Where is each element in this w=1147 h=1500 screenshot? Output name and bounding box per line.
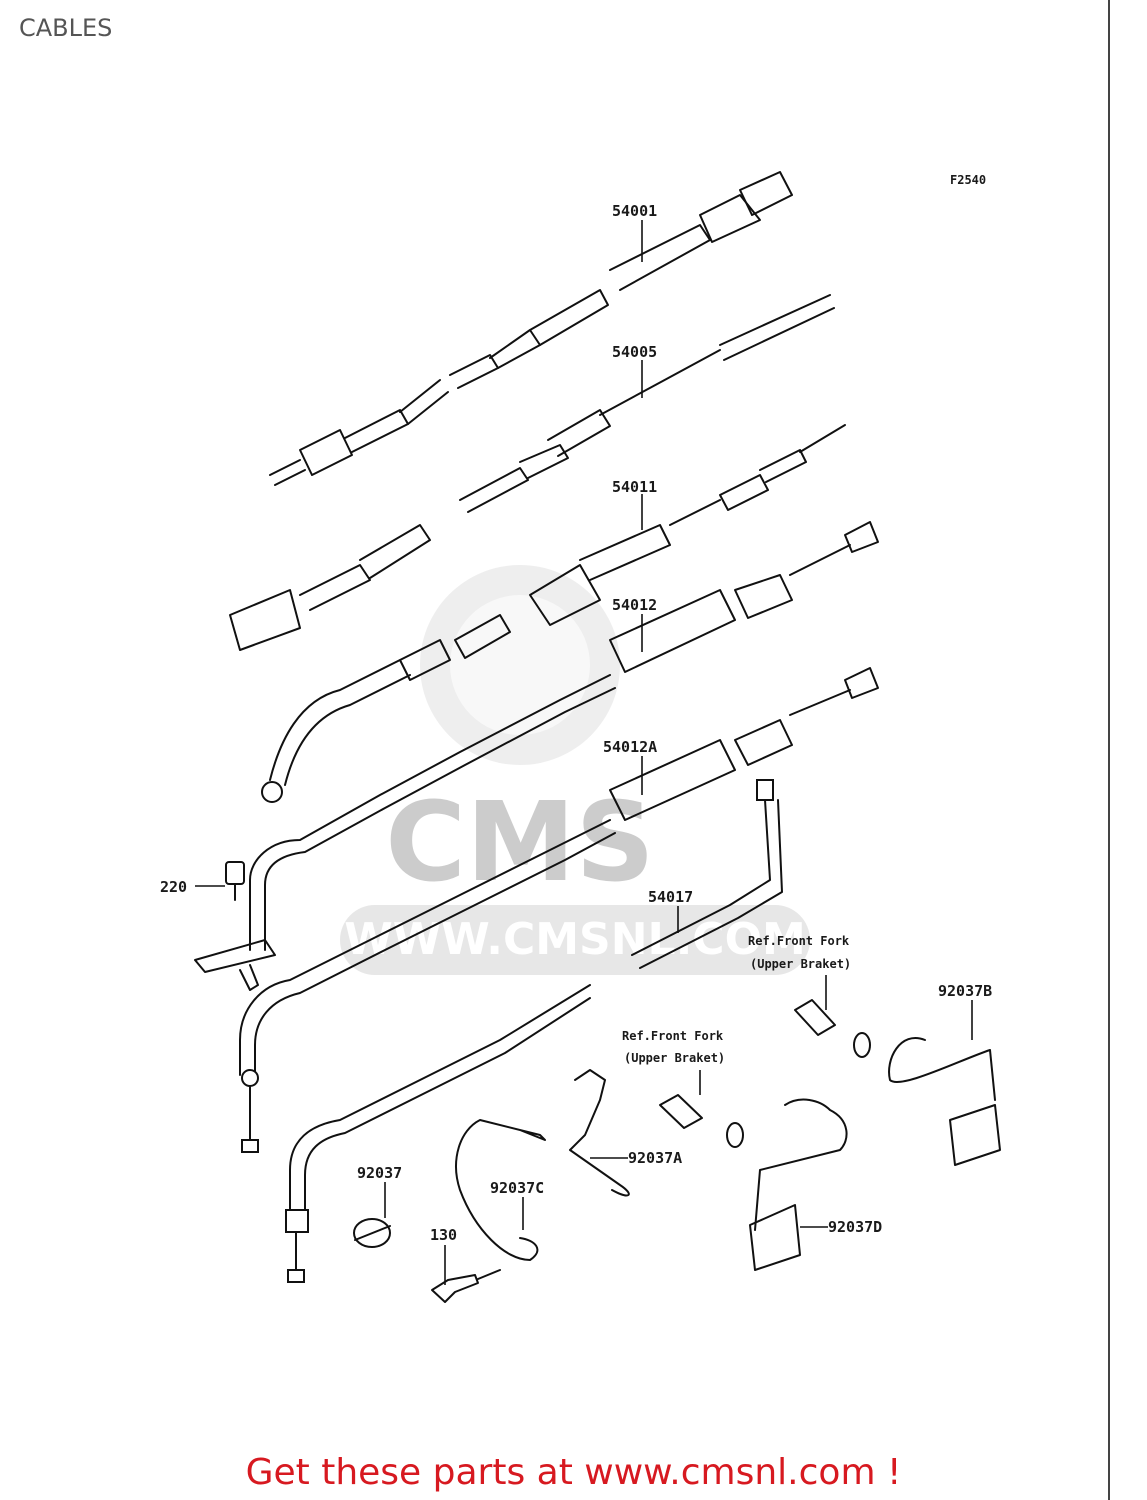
- clamp-92037A: [455, 1119, 546, 1261]
- label-54012: 54012: [612, 596, 657, 614]
- label-54011: 54011: [612, 478, 657, 496]
- clamp-92037B: [569, 1069, 630, 1197]
- cable-54001: [269, 171, 793, 486]
- label-130: 130: [430, 1226, 457, 1244]
- watermark: CMS WWW.CMSNL.COM: [340, 565, 810, 975]
- clamp-92037D: [749, 1098, 848, 1271]
- cable-54012: [194, 521, 879, 991]
- label-92037B: 92037A: [628, 1149, 682, 1167]
- bolt-220: [225, 861, 245, 901]
- label-92037C: 92037B: [938, 982, 992, 1000]
- ref-front-fork-2-line1: Ref.Front Fork: [622, 1029, 724, 1043]
- bolt-130: [431, 1269, 501, 1303]
- cable-54005: [229, 294, 835, 651]
- label-92037D: 92037D: [828, 1218, 882, 1236]
- page-border: [1108, 0, 1110, 1500]
- label-54012A: 54012A: [603, 738, 657, 756]
- label-220: 220: [160, 878, 187, 896]
- cable-54012A: [239, 667, 879, 1153]
- label-54017: 54017: [648, 888, 693, 906]
- figure-code: F2540: [950, 173, 986, 187]
- watermark-brand: CMS: [385, 778, 654, 906]
- bolt-fork-upper-mid: [659, 1094, 744, 1148]
- ref-front-fork-1-line2: (Upper Braket): [750, 957, 851, 971]
- cable-54017: [631, 779, 783, 969]
- label-54001: 54001: [612, 202, 657, 220]
- bolt-fork-upper-right: [794, 999, 871, 1058]
- label-92037: 92037: [357, 1164, 402, 1182]
- ref-front-fork-2-line2: (Upper Braket): [624, 1051, 725, 1065]
- watermark-url: WWW.CMSNL.COM: [344, 914, 806, 965]
- clamp-92037C: [888, 1037, 1001, 1166]
- cable-lower: [285, 984, 591, 1283]
- cta-link[interactable]: Get these parts at www.cmsnl.com !: [245, 1452, 902, 1493]
- label-54005: 54005: [612, 343, 657, 361]
- page-title: CABLES: [19, 14, 113, 42]
- label-92037A: 92037C: [490, 1179, 544, 1197]
- ref-front-fork-1-line1: Ref.Front Fork: [748, 934, 850, 948]
- clip-92037: [353, 1218, 391, 1248]
- cable-54011: [261, 424, 846, 803]
